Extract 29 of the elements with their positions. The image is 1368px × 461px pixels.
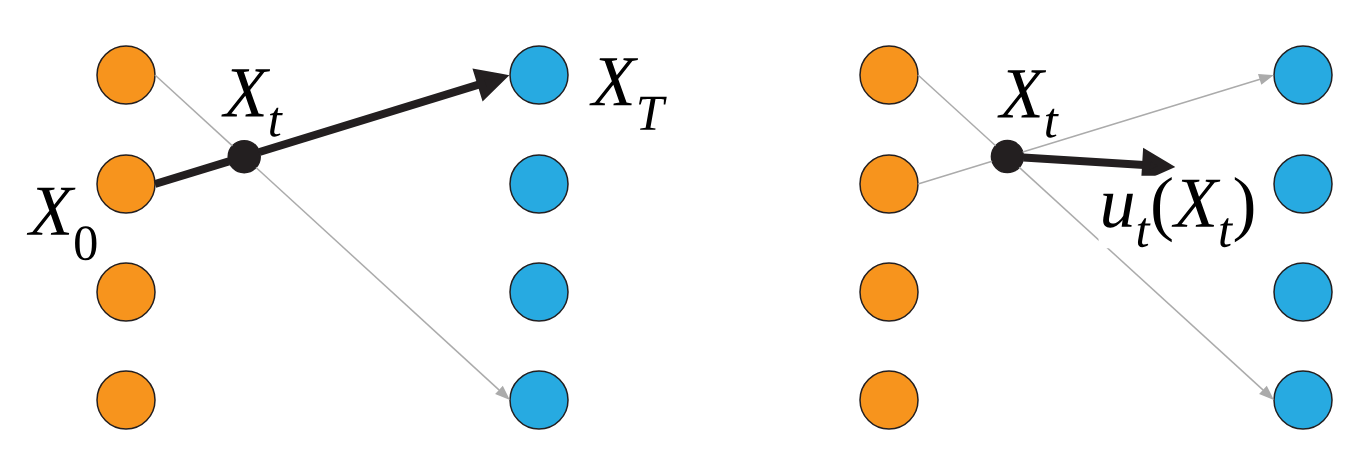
math-label: $X_0$ bbox=[26, 187, 97, 261]
point-circle bbox=[509, 370, 569, 430]
math-label: $X_T$ bbox=[589, 58, 667, 130]
edge-label: $u_t(X_t)$ bbox=[1098, 175, 1258, 249]
connector-line bbox=[154, 74, 234, 147]
point-circle bbox=[96, 45, 156, 105]
math-label: $X_t$ bbox=[997, 70, 1059, 138]
connector-line bbox=[153, 157, 231, 188]
point-circle bbox=[509, 154, 569, 214]
connector-line bbox=[917, 74, 997, 147]
arrow bbox=[255, 166, 510, 400]
point-circle bbox=[1273, 262, 1333, 322]
math-label: $X_t$ bbox=[221, 69, 283, 137]
point-circle bbox=[859, 45, 919, 105]
point-circle bbox=[1273, 154, 1333, 214]
dot bbox=[227, 139, 261, 174]
point-circle bbox=[859, 154, 919, 214]
point-circle bbox=[509, 45, 569, 105]
point-circle bbox=[96, 262, 156, 322]
dot bbox=[990, 139, 1025, 174]
point-circle bbox=[96, 370, 156, 430]
point-circle bbox=[859, 370, 919, 430]
point-circle bbox=[509, 262, 569, 322]
arrow bbox=[1018, 166, 1274, 400]
point-circle bbox=[96, 154, 156, 214]
point-circle bbox=[1273, 370, 1333, 430]
connector-line bbox=[917, 160, 993, 185]
point-circle bbox=[859, 262, 919, 322]
point-circle bbox=[1273, 45, 1333, 105]
